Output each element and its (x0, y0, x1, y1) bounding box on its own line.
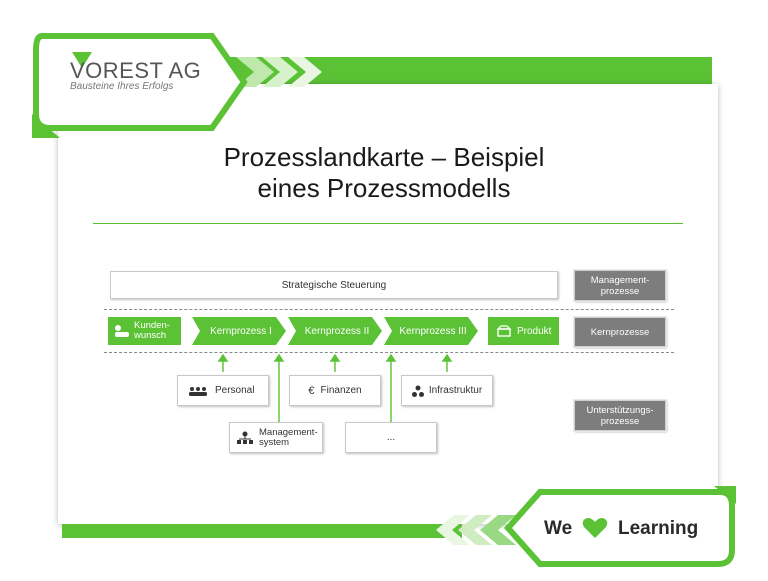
kernprozess-2-label: Kernprozess II (304, 326, 370, 337)
more-box: ... (345, 422, 437, 453)
legend-support: Unterstützungs-prozesse (573, 399, 667, 432)
kernprozess-3-shape (384, 317, 478, 345)
footer-tab-shape (503, 486, 736, 567)
finanzen-box: € Finanzen (289, 375, 381, 406)
euro-icon: € (308, 384, 315, 397)
footer-we: We (544, 518, 573, 539)
legend-management: Management-prozesse (573, 269, 667, 302)
box-icon (497, 325, 511, 337)
org-chart-icon (237, 431, 253, 444)
logo-arrow-icon (72, 52, 92, 68)
kernprozess-3-label: Kernprozess III (399, 326, 467, 337)
bottom-green-band (62, 524, 462, 538)
logo-text: VOREST AG (70, 58, 202, 83)
support-arrows (217, 353, 453, 430)
dashed-separator-bottom (104, 352, 674, 353)
managementsystem-box: Management- system (229, 422, 323, 453)
title-divider (93, 223, 683, 224)
strategic-steering-box: Strategische Steuerung (110, 271, 558, 299)
logo-tagline: Bausteine Ihres Erfolgs (70, 81, 174, 92)
kernprozess-1-shape (192, 317, 286, 345)
legend-core: Kernprozesse (573, 316, 667, 348)
logo-tab-shape (32, 33, 248, 138)
personal-box: Personal (177, 375, 269, 406)
top-chevrons (236, 57, 322, 87)
customer-request-box: Kunden- wunsch (108, 317, 181, 345)
footer-learning: Learning (618, 518, 699, 539)
slide-title: Prozesslandkarte – Beispiel eines Prozes… (223, 142, 545, 203)
person-icon (115, 325, 129, 337)
network-icon (411, 385, 424, 397)
kernprozess-1-label: Kernprozess I (210, 326, 272, 337)
people-icon (189, 386, 207, 396)
top-band-arrow (664, 57, 690, 87)
bottom-chevrons (436, 515, 516, 545)
core-process-chevrons (192, 317, 478, 345)
product-box: Produkt (488, 317, 559, 345)
infrastruktur-box: Infrastruktur (401, 375, 493, 406)
kernprozess-2-shape (288, 317, 382, 345)
dashed-separator-top (104, 309, 674, 310)
heart-icon (582, 518, 608, 538)
